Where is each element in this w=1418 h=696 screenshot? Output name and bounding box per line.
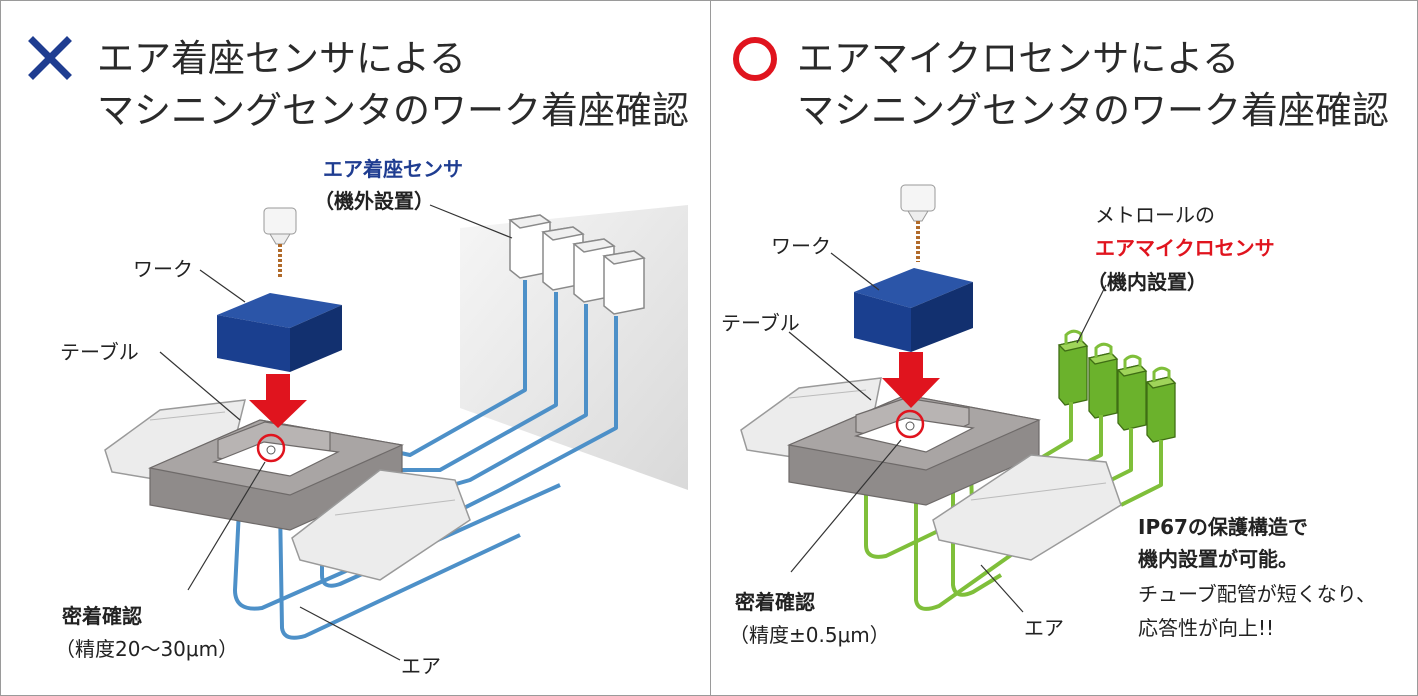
spindle [263,207,297,278]
sensing-point-marker [256,433,286,463]
left-sensor-name: エア着座センサ [323,157,463,181]
right-benefit-line-1: IP67の保護構造で [1138,515,1308,539]
right-title-line-1: エアマイクロセンサによる [797,37,1240,80]
right-table-label: テーブル [721,311,800,335]
leader-lines [788,252,1107,613]
right-sensor-placement: （機内設置） [1087,270,1207,294]
right-maker: メトロールの [1095,203,1215,227]
left-contact-accuracy: （精度20～30μm） [55,637,239,661]
air-seating-sensor-units [508,214,646,315]
right-contact-accuracy: （精度±0.5μm） [729,623,890,647]
right-contact-title: 密着確認 [735,590,815,614]
left-table-label: テーブル [60,340,139,364]
left-sensor-placement: （機外設置） [314,189,434,213]
circle-icon [733,37,777,81]
work-block [854,268,973,352]
right-diagram [733,37,1177,613]
table-rail-right [932,454,1122,561]
left-contact-title: 密着確認 [62,604,142,628]
right-sensor-name: エアマイクロセンサ [1095,236,1275,260]
seating-arrow [882,352,940,408]
right-panel-air-micro-sensor: エアマイクロセンサによる マシニングセンタのワーク着座確認 メトロールの エアマ… [711,0,1418,696]
cross-icon [28,36,72,80]
sensing-point-marker [895,409,925,439]
right-work-label: ワーク [771,234,831,258]
air-micro-sensor-units [1057,329,1177,443]
leader-lines [159,204,513,661]
seating-arrow [249,374,307,428]
right-benefit-line-3: チューブ配管が短くなり、 [1138,582,1376,606]
panel-divider [710,0,711,696]
table-rail-right [291,469,471,581]
left-air-label: エア [401,654,441,678]
left-work-label: ワーク [133,257,193,281]
fixture-block [786,394,1042,506]
left-panel-air-seating-sensor: エア着座センサによる マシニングセンタのワーク着座確認 エア着座センサ （機外設… [0,0,708,696]
spindle [900,184,936,262]
left-title-line-1: エア着座センサによる [97,37,466,80]
right-benefit-line-4: 応答性が向上!! [1138,616,1275,640]
work-block [217,293,342,372]
left-title-line-2: マシニングセンタのワーク着座確認 [97,89,689,132]
right-air-label: エア [1024,616,1064,640]
right-title-line-2: マシニングセンタのワーク着座確認 [797,89,1389,132]
left-diagram [28,36,688,661]
right-benefit-line-2: 機内設置が可能。 [1138,547,1298,571]
